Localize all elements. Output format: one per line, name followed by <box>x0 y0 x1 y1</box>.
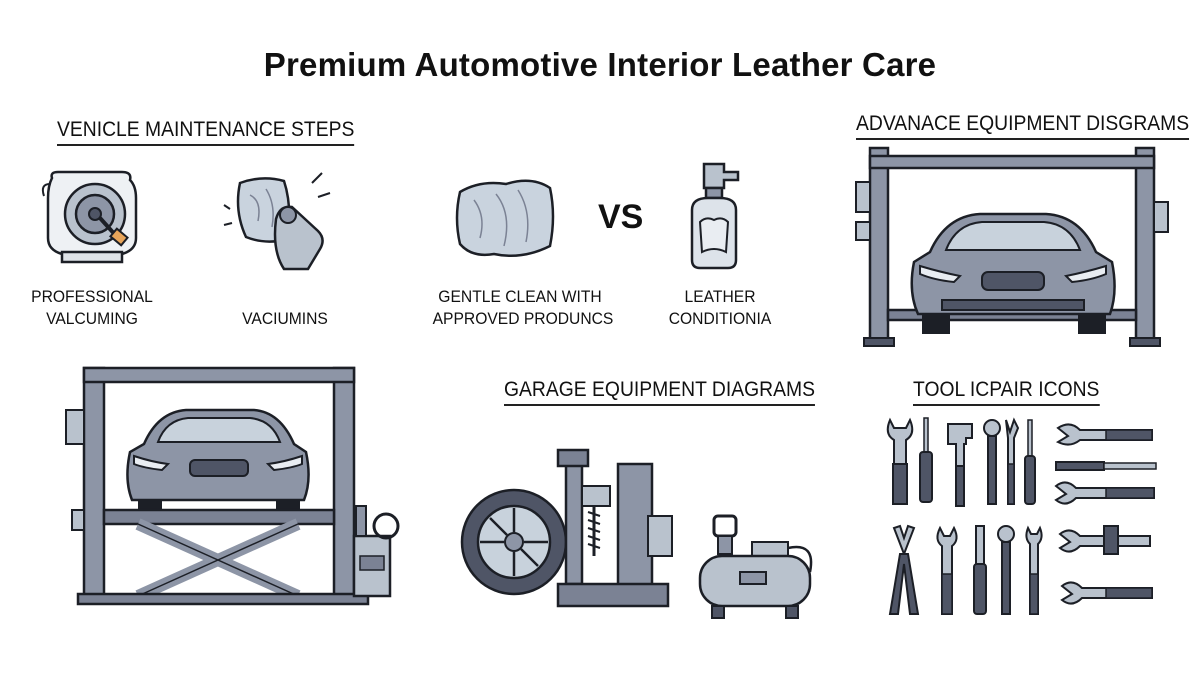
vs-label: VS <box>598 198 644 236</box>
step-2-caption: VACIUMINS <box>225 308 345 330</box>
vacuum-machine-icon <box>41 170 138 264</box>
tool-icons-grid <box>886 417 1157 615</box>
cloth-icon <box>455 179 555 257</box>
spanner-icon <box>1025 525 1043 615</box>
pliers-icon <box>888 524 920 615</box>
flat-screwdriver-icon <box>1024 419 1036 505</box>
horizontal-wrench-icon-3 <box>1058 525 1151 555</box>
screwdriver-icon <box>919 417 933 503</box>
step-4-line1: LEATHER <box>684 287 756 306</box>
ring-spanner-icon <box>997 525 1015 615</box>
step-2-line1: VACIUMINS <box>242 309 328 328</box>
page-title: Premium Automotive Interior Leather Care <box>263 46 937 83</box>
step-1-line2: VALCUMING <box>46 309 138 328</box>
horizontal-wrench-icon-2 <box>1054 481 1155 505</box>
horizontal-wrench-icon-4 <box>1060 581 1153 605</box>
hand-wipe-cloth-icon <box>223 172 331 271</box>
step-3-caption: GENTLE CLEAN WITH APPROVED PRODUNCS <box>432 286 614 330</box>
garage-heading: GARAGE EQUIPMENT DIAGRAMS <box>504 378 815 406</box>
wrench-icon <box>886 417 914 505</box>
tools-heading: TOOL ICPAIR ICONS <box>913 378 1100 406</box>
step-1-caption: PROFESSIONAL VALCUMING <box>28 286 157 330</box>
scissor-lift-diagram <box>65 366 400 606</box>
knife-screwdriver-icon <box>973 525 987 615</box>
horizontal-wrench-icon-1 <box>1055 423 1153 446</box>
wrench-icon-2 <box>936 525 958 615</box>
horizontal-screwdriver-icon <box>1055 461 1157 471</box>
open-end-wrench-icon <box>1005 417 1020 505</box>
adjustable-wrench-icon <box>947 423 973 507</box>
tire-changer-diagram <box>460 448 673 608</box>
combination-wrench-icon <box>983 419 1001 505</box>
air-compressor-diagram <box>698 514 813 619</box>
step-4-caption: LEATHER CONDITIONIA <box>665 286 775 330</box>
step-3-line1: GENTLE CLEAN WITH <box>438 287 602 306</box>
steps-heading: VENICLE MAINTENANCE STEPS <box>57 118 355 146</box>
step-3-line2: APPROVED PRODUNCS <box>432 309 614 328</box>
two-post-lift-diagram <box>855 146 1169 347</box>
leather-conditioner-bottle-icon <box>690 162 740 270</box>
step-4-line2: CONDITIONIA <box>668 309 772 328</box>
step-1-line1: PROFESSIONAL <box>31 287 153 306</box>
advanced-heading: ADVANACE EQUIPMENT DISGRAMS <box>856 112 1190 140</box>
